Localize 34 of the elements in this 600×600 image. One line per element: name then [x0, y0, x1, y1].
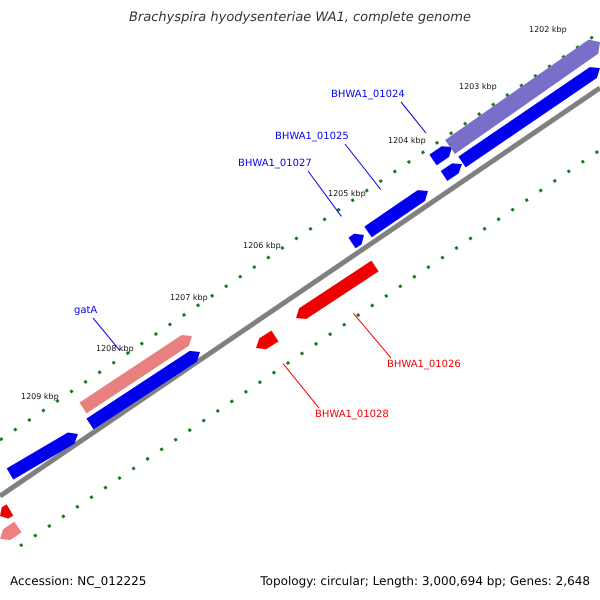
leader-line — [344, 144, 382, 190]
tick-label: 1206 kbp — [243, 241, 281, 251]
gene-feature — [429, 146, 452, 166]
leader-line — [400, 102, 426, 134]
gene-feature — [296, 260, 379, 319]
gene-feature — [6, 432, 78, 480]
footer-text: Accession: NC_012225 — [10, 574, 146, 588]
gene-feature — [256, 330, 278, 350]
gene-label: BHWA1_01024 — [331, 89, 405, 101]
gene-label: BHWA1_01026 — [387, 359, 461, 371]
leader-line — [308, 170, 342, 217]
tick-label: 1208 kbp — [96, 344, 134, 354]
leader-line — [282, 363, 320, 408]
leader-line — [353, 312, 392, 358]
gene-feature — [440, 163, 462, 181]
tick-label: 1205 kbp — [328, 189, 366, 199]
gene-label: BHWA1_01028 — [315, 409, 389, 421]
gene-feature — [348, 234, 364, 248]
gene-feature — [0, 522, 22, 540]
gene-feature — [458, 67, 600, 168]
tick-label: 1203 kbp — [459, 82, 497, 92]
gene-label: BHWA1_01027 — [238, 158, 312, 170]
gene-feature — [79, 335, 192, 414]
footer-text: Topology: circular; Length: 3,000,694 bp; Genes: 2,648 — [260, 574, 590, 588]
gene-feature — [364, 190, 428, 238]
tick-label: 1204 kbp — [388, 136, 426, 146]
gene-feature — [0, 504, 14, 519]
tick-label: 1207 kbp — [170, 293, 208, 303]
leader-line — [92, 318, 120, 351]
gene-label: gatA — [74, 305, 98, 317]
gene-label: BHWA1_01025 — [275, 131, 349, 143]
title: Brachyspira hyodysenteriae WA1, complete genome — [128, 10, 472, 26]
tick-label: 1209 kbp — [21, 392, 59, 402]
gene-feature — [445, 40, 600, 154]
